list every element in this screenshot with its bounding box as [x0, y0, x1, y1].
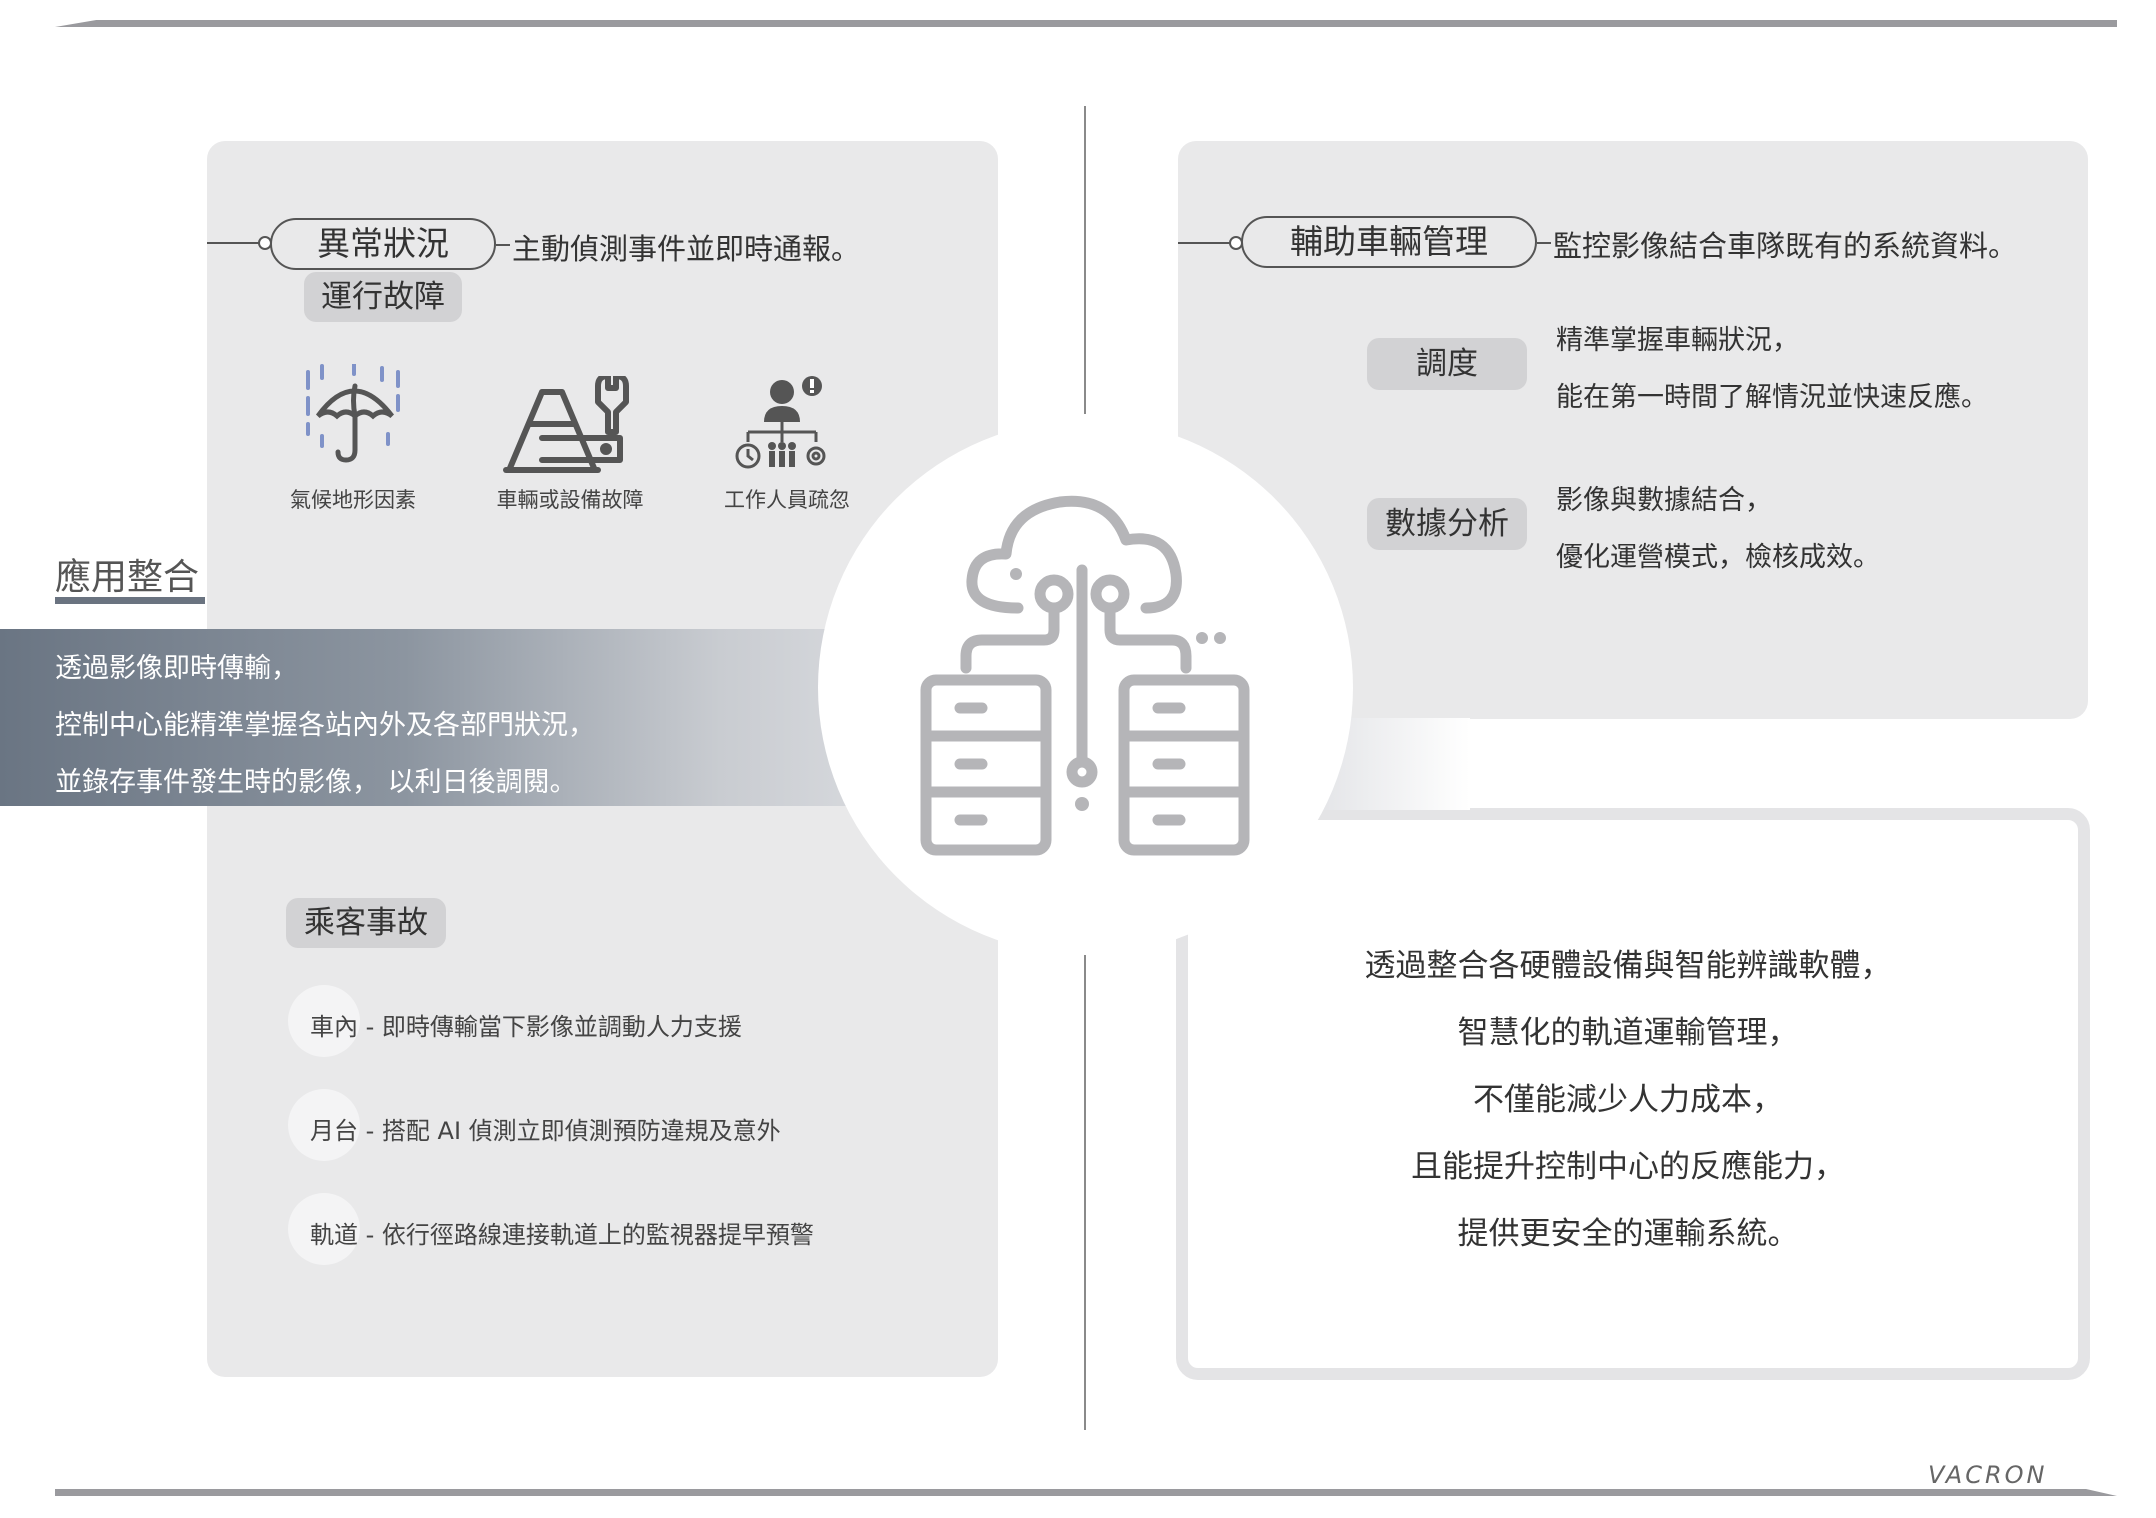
tag-analysis: 數據分析: [1367, 498, 1527, 550]
banner-line-2: 控制中心能精準掌握各站內外及各部門狀況，: [55, 710, 595, 741]
analysis-line-1: 影像與數據結合，: [1556, 485, 1772, 516]
icon-label-weather: 氣候地形因素: [290, 488, 416, 512]
section-title-underline: [55, 597, 205, 604]
summary-panel: [1176, 808, 2090, 1380]
summary-line-4: 且能提升控制中心的反應能力，: [1411, 1149, 1845, 1185]
anomaly-desc: 主動偵測事件並即時通報。: [512, 232, 861, 266]
vehicle-pill: 輔助車輛管理: [1241, 216, 1537, 268]
section-title: 應用整合: [55, 557, 200, 598]
row-train: 車內 - 即時傳輸當下影像並調動人力支援: [310, 1013, 742, 1041]
anomaly-pill-label: 異常狀況: [317, 224, 449, 263]
right-connector: [1178, 242, 1238, 244]
left-connector: [207, 242, 267, 244]
tag-dispatch: 調度: [1367, 338, 1527, 390]
summary-line-1: 透過整合各硬體設備與智能辨識軟體，: [1364, 948, 1892, 984]
row-platform: 月台 - 搭配 AI 偵測立即偵測預防違規及意外: [310, 1117, 781, 1145]
analysis-line-2: 優化運營模式，檢核成效。: [1556, 542, 1880, 573]
top-rule: [55, 20, 2117, 27]
row-bubble-1: [288, 985, 360, 1057]
divider-top: [1084, 106, 1086, 414]
cloud-server-icon: [910, 490, 1260, 870]
summary-line-3: 不僅能減少人力成本，: [1473, 1082, 1783, 1118]
row-bubble-2: [288, 1089, 360, 1161]
umbrella-rain-icon: [300, 362, 410, 464]
staff-alert-icon: [732, 376, 842, 476]
row-track: 軌道 - 依行徑路線連接軌道上的監視器提早預警: [310, 1221, 814, 1249]
tag-fault: 運行故障: [304, 272, 462, 322]
divider-bottom: [1084, 950, 1086, 1430]
anomaly-pill: 異常狀況: [270, 218, 496, 270]
bottom-rule: [55, 1489, 2117, 1496]
summary-line-5: 提供更安全的運輸系統。: [1457, 1216, 1799, 1252]
banner-line-3: 並錄存事件發生時的影像， 以利日後調閱。: [55, 767, 577, 798]
banner-line-1: 透過影像即時傳輸，: [55, 653, 298, 684]
brand-logo: VACRON: [1928, 1461, 2048, 1489]
vehicle-desc: 監控影像結合車隊既有的系統資料。: [1553, 229, 2018, 263]
intro-banner: 透過影像即時傳輸， 控制中心能精準掌握各站內外及各部門狀況， 並錄存事件發生時的…: [0, 629, 900, 806]
summary-line-2: 智慧化的軌道運輸管理，: [1457, 1015, 1799, 1051]
vehicle-pill-tail: [1537, 242, 1551, 244]
anomaly-pill-tail: [496, 244, 510, 246]
dispatch-line-1: 精準掌握車輛狀況，: [1556, 325, 1799, 356]
vehicle-pill-label: 輔助車輛管理: [1290, 222, 1488, 261]
ladder-wrench-icon: [502, 373, 642, 476]
icon-label-staff: 工作人員疏忽: [724, 488, 850, 512]
dispatch-line-2: 能在第一時間了解情況並快速反應。: [1556, 382, 1988, 413]
row-bubble-3: [288, 1193, 360, 1265]
icon-label-equipment: 車輛或設備故障: [496, 488, 644, 512]
tag-passenger: 乘客事故: [286, 898, 446, 948]
